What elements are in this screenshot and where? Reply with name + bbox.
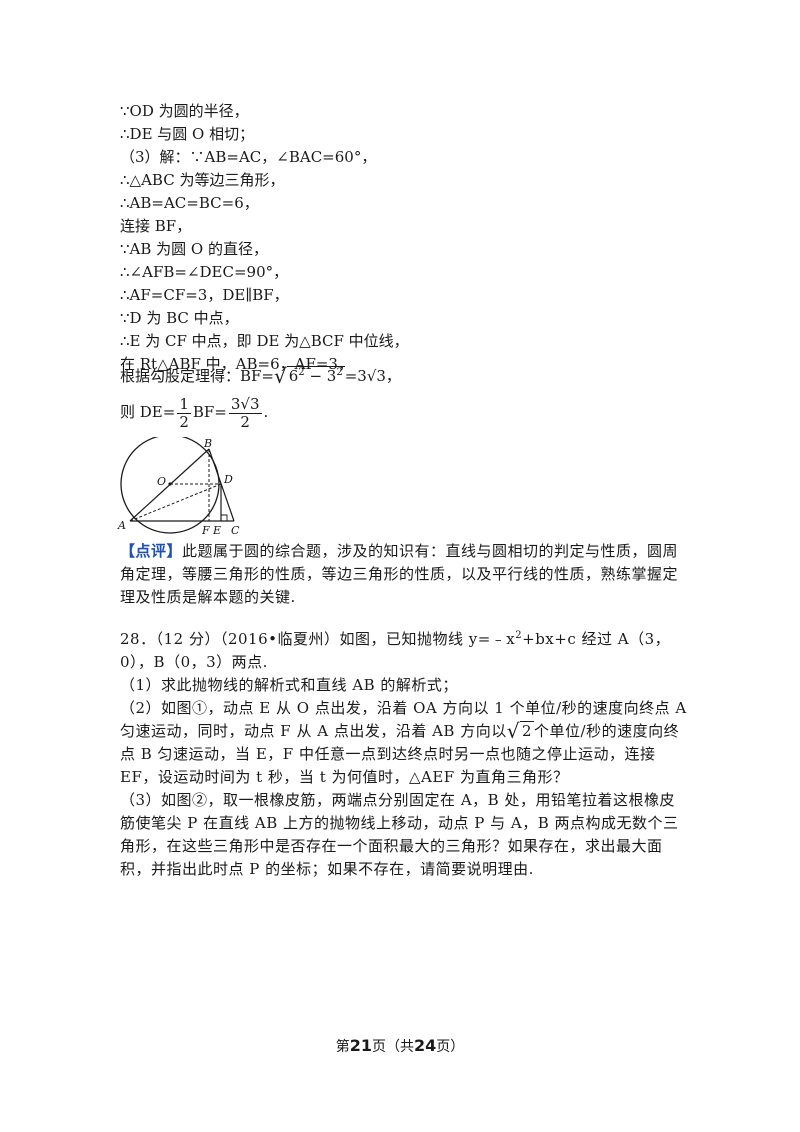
problem-28: 28．（12 分）（2016•临夏州）如图，已知抛物线 y=﹣x2+bx+c 经… bbox=[120, 624, 690, 881]
line-ad bbox=[129, 483, 222, 522]
problem-part-1: （1）求此抛物线的解析式和直线 AB 的解析式； bbox=[120, 676, 458, 694]
geometry-figure: A B O D F E C bbox=[117, 437, 240, 537]
solution-line-6: 连接 BF， bbox=[120, 217, 192, 235]
pythagoras-line: 根据勾股定理得：BF=√62 − 32=3√3， bbox=[120, 360, 401, 389]
solution-line-3: （3）解：∵AB=AC，∠BAC=60°， bbox=[120, 148, 377, 166]
label-o: O bbox=[157, 475, 166, 488]
solution-line-12: 在 Rt△ABF 中，AB=6，AF=3， bbox=[120, 355, 353, 373]
solution-line-10: ∵D 为 BC 中点， bbox=[120, 309, 239, 327]
page-footer: 第21页（共24页） bbox=[335, 1036, 465, 1055]
solution-line-2: ∴DE 与圆 O 相切； bbox=[120, 125, 255, 143]
comment-tag: 【点评】 bbox=[120, 542, 183, 560]
page-total: 24 bbox=[414, 1036, 437, 1055]
label-c: C bbox=[231, 524, 240, 537]
solution-line-7: ∵AB 为圆 O 的直径， bbox=[120, 240, 269, 258]
label-e: E bbox=[212, 524, 221, 537]
problem-part-3: （3）如图②，取一根橡皮筋，两端点分别固定在 A，B 处，用铅笔拉着这根橡皮筋使… bbox=[120, 791, 679, 878]
solution-line-5: ∴AB=AC=BC=6， bbox=[120, 194, 259, 212]
solution-line-1: ∵OD 为圆的半径， bbox=[120, 102, 249, 120]
page-number: 21 bbox=[349, 1036, 372, 1055]
square-root-expression: √62 − 32 bbox=[274, 364, 345, 388]
label-d: D bbox=[223, 473, 233, 486]
label-f: F bbox=[201, 524, 210, 537]
problem-header: 28．（12 分）（2016•临夏州）如图，已知抛物线 y=﹣x2+bx+c 经… bbox=[120, 630, 671, 671]
label-a: A bbox=[117, 519, 126, 532]
right-angle-mark bbox=[221, 514, 228, 521]
circle-o bbox=[120, 437, 220, 534]
comment-text: 此题属于圆的综合题，涉及的知识有：直线与圆相切的判定与性质，圆周角定理，等腰三角… bbox=[120, 542, 679, 606]
solution-line-11: ∴E 为 CF 中点，即 DE 为△BCF 中位线， bbox=[120, 332, 409, 350]
solution-line-4: ∴△ABC 为等边三角形， bbox=[120, 171, 285, 189]
pythagoras-result: =3√3， bbox=[344, 367, 401, 385]
label-b: B bbox=[203, 437, 212, 450]
pythagoras-prefix: 根据勾股定理得：BF= bbox=[120, 367, 274, 385]
comment-paragraph: 【点评】此题属于圆的综合题，涉及的知识有：直线与圆相切的判定与性质，圆周角定理，… bbox=[120, 540, 690, 609]
point-o bbox=[168, 482, 172, 486]
solution-line-9: ∴AF=CF=3，DE∥BF， bbox=[120, 286, 289, 304]
problem-part-2: （2）如图①，动点 E 从 O 点出发，沿着 OA 方向以 1 个单位/秒的速度… bbox=[120, 699, 687, 786]
solution-line-8: ∴∠AFB=∠DEC=90°， bbox=[120, 263, 289, 281]
